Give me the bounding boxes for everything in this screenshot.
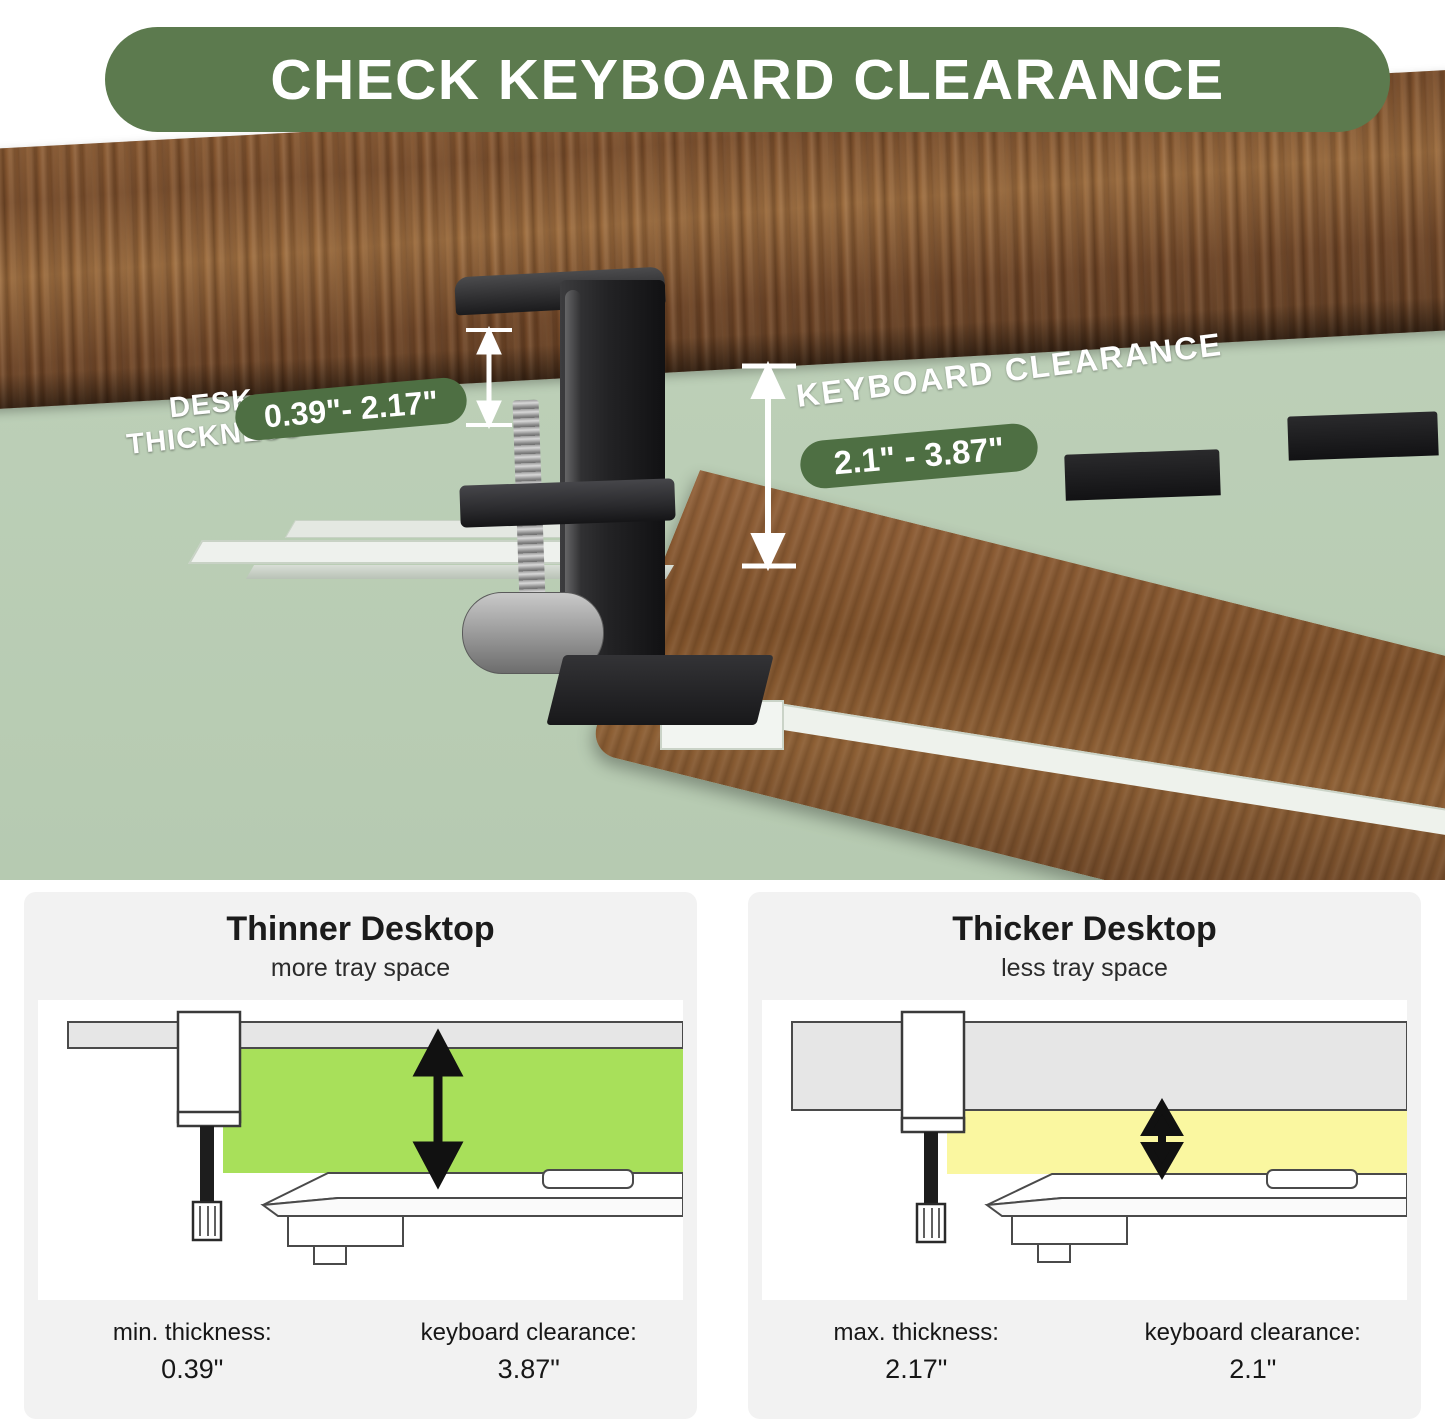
panel-footer-thicker: max. thickness: 2.17" keyboard clearance… <box>748 1316 1421 1388</box>
clamp-foot <box>546 655 774 725</box>
footer-min-thickness-value: 0.39" <box>161 1354 224 1384</box>
panel-title-thicker: Thicker Desktop <box>952 910 1217 948</box>
footer-min-thickness: min. thickness: 0.39" <box>24 1316 361 1388</box>
banner-title: CHECK KEYBOARD CLEARANCE <box>270 47 1225 112</box>
panel-subtitle-thinner: more tray space <box>270 954 451 982</box>
tray-tab-left <box>1064 449 1221 501</box>
footer-max-thickness-value: 2.17" <box>885 1354 948 1384</box>
footer-clearance-thinner: keyboard clearance: 3.87" <box>361 1316 698 1388</box>
panel-thicker-desktop: Thicker Desktop less tray space <box>748 892 1421 1419</box>
footer-clearance-thicker-label: keyboard clearance: <box>1144 1319 1361 1346</box>
panel-figure-thicker <box>762 1000 1407 1300</box>
tray-tab-right <box>1287 411 1439 461</box>
hero-illustration: CHECK KEYBOARD CLEARANCE DESK THICKNESS … <box>0 27 1445 880</box>
footer-clearance-thicker: keyboard clearance: 2.1" <box>1085 1316 1422 1388</box>
panel-thinner-desktop: Thinner Desktop more tray space <box>24 892 697 1419</box>
thicker-desktop-diagram <box>791 1010 1407 1263</box>
thinner-desktop-diagram <box>67 1010 683 1265</box>
clamp-middle-pad <box>459 478 676 528</box>
panel-figure-thinner <box>38 1000 683 1300</box>
footer-min-thickness-label: min. thickness: <box>112 1319 272 1346</box>
footer-clearance-thinner-label: keyboard clearance: <box>420 1319 637 1346</box>
footer-max-thickness-label: max. thickness: <box>833 1319 999 1346</box>
comparison-panels: Thinner Desktop more tray space <box>0 886 1445 1427</box>
panel-footer-thinner: min. thickness: 0.39" keyboard clearance… <box>24 1316 697 1388</box>
banner-check-keyboard-clearance: CHECK KEYBOARD CLEARANCE <box>105 27 1390 132</box>
footer-clearance-thicker-value: 2.1" <box>1229 1354 1277 1384</box>
panel-title-thinner: Thinner Desktop <box>226 910 495 948</box>
footer-max-thickness: max. thickness: 2.17" <box>748 1316 1085 1388</box>
panel-subtitle-thicker: less tray space <box>1001 954 1168 982</box>
footer-clearance-thinner-value: 3.87" <box>497 1354 560 1384</box>
